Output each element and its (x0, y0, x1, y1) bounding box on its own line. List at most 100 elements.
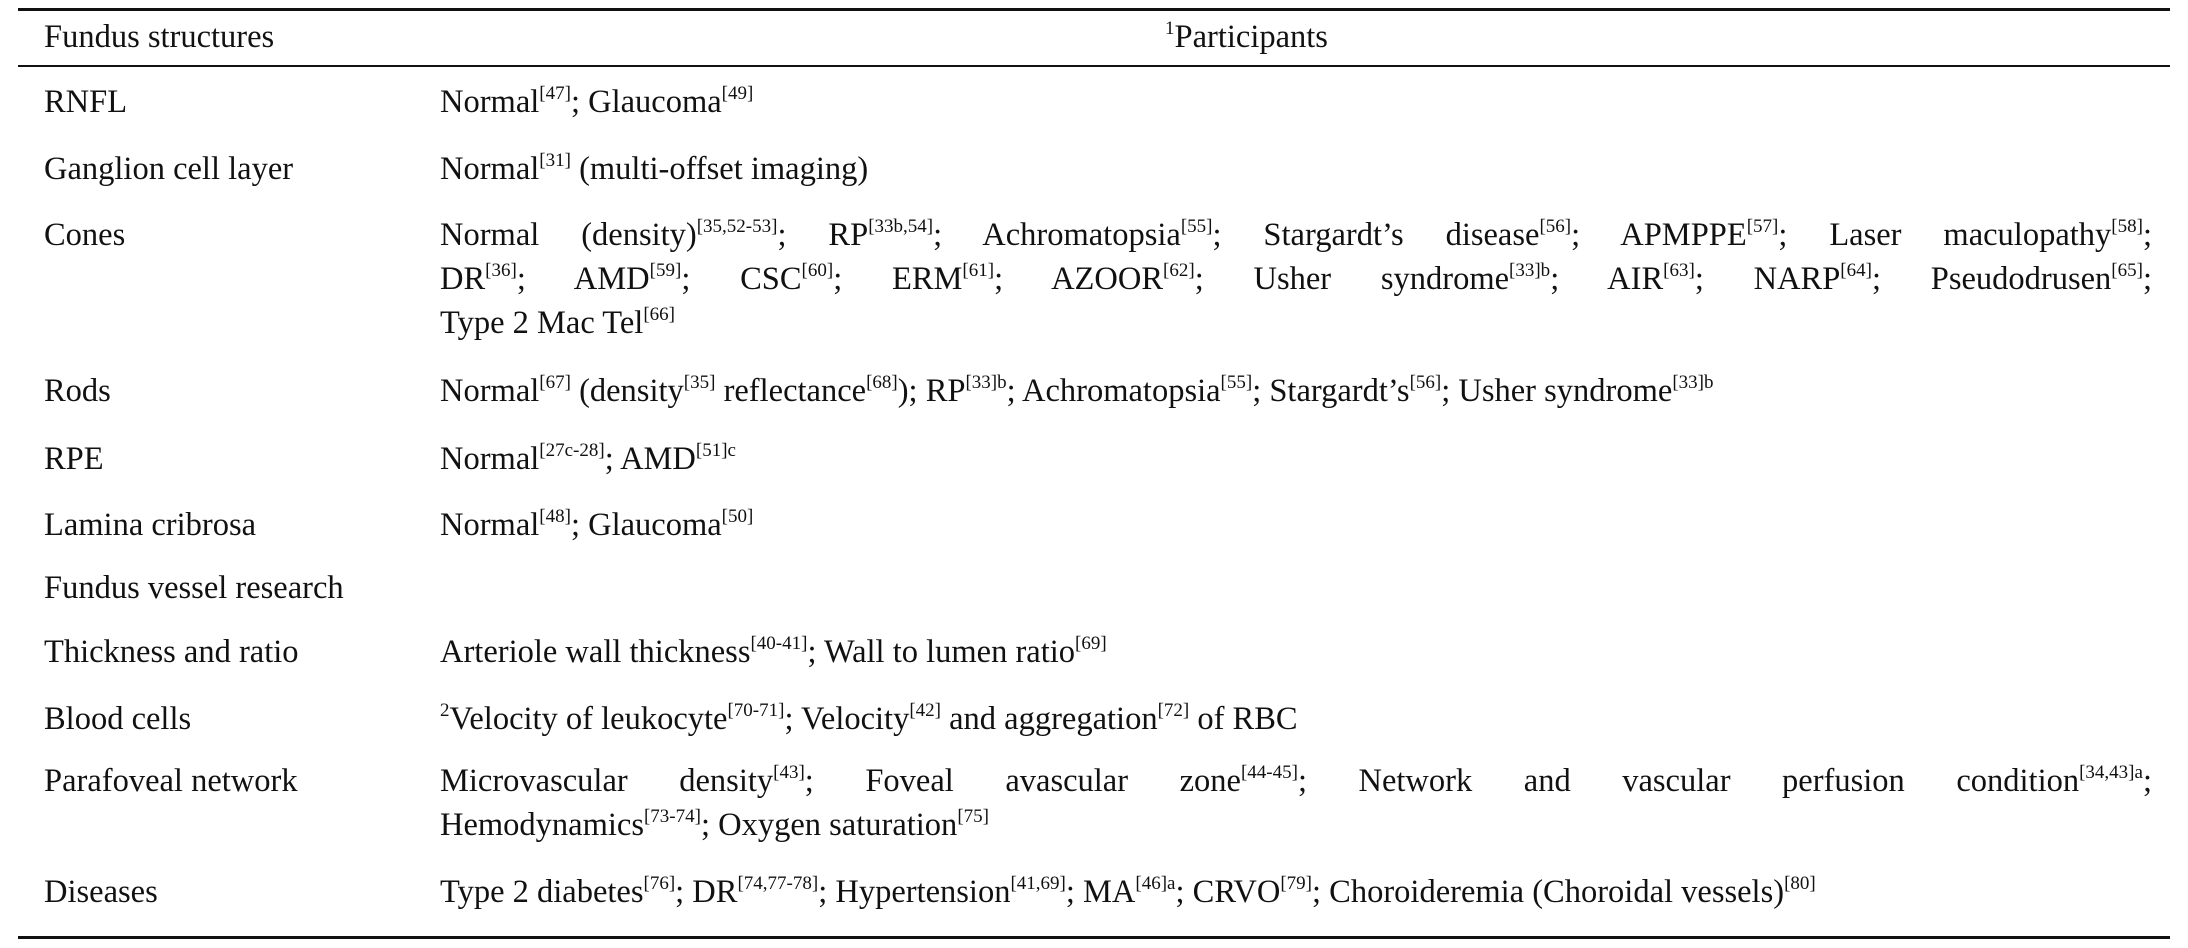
citation-superscript: [49] (721, 83, 754, 104)
citation-superscript: [27c-28] (539, 440, 605, 461)
row-label: RPE (44, 441, 104, 477)
row-label: Lamina cribrosa (44, 507, 257, 543)
participants-text: ; APMPPE (1571, 217, 1747, 253)
citation-superscript: [35,52-53] (696, 216, 778, 237)
participants-cell: Normal[27c-28]; AMD[51]c (440, 437, 2152, 481)
citation-superscript: [46]a (1135, 873, 1176, 894)
participants-text: ; DR (675, 874, 738, 910)
header-participants-label: Participants (1174, 19, 1328, 55)
citation-superscript: [72] (1157, 700, 1190, 721)
citation-superscript: [56] (1409, 372, 1442, 393)
citation-superscript: [80] (1784, 873, 1816, 894)
participants-text: ; Hypertension (818, 874, 1011, 910)
table-header-rule (18, 65, 2170, 67)
header-participants: 1Participants (0, 15, 2188, 59)
participants-cell: Normal[67] (density[35] reflectance[68])… (440, 369, 2152, 413)
participants-text: Normal (440, 441, 540, 477)
participants-text: DR (440, 261, 486, 297)
participants-text: ; Glaucoma (570, 84, 722, 120)
participants-text: of RBC (1189, 701, 1298, 737)
citation-superscript: [33b,54] (868, 216, 934, 237)
row-label: Thickness and ratio (44, 634, 299, 670)
citation-superscript: [40-41] (750, 633, 808, 654)
row-label: Cones (44, 217, 126, 253)
row-label: Ganglion cell layer (44, 151, 294, 187)
citation-superscript: [48] (539, 506, 571, 527)
citation-superscript: [44-45] (1240, 762, 1298, 783)
row-label: RNFL (44, 84, 128, 120)
header-participants-footnote: 1 (1165, 18, 1175, 39)
participants-text: Normal (440, 373, 540, 409)
participants-text: ; Usher syndrome (1194, 261, 1510, 297)
citation-superscript: [65] (2111, 260, 2143, 281)
participants-text: Arteriole wall thickness (440, 634, 751, 670)
participants-text: and aggregation (940, 701, 1158, 737)
row-label: Diseases (44, 874, 158, 910)
header-fundus-structures: Fundus structures (44, 19, 275, 55)
citation-superscript: [58] (2111, 216, 2143, 237)
citation-superscript: [57] (1746, 216, 1779, 237)
participants-text: Velocity of leukocyte (449, 701, 728, 737)
participants-text: ; (2142, 217, 2152, 253)
row-label: Blood cells (44, 701, 192, 737)
participants-text: reflectance (715, 373, 867, 409)
participants-text: Type 2 Mac Tel (440, 305, 644, 341)
citation-superscript: [33]b (1672, 372, 1714, 393)
citation-superscript: [60] (801, 260, 834, 281)
citation-superscript: [68] (866, 372, 898, 393)
citation-superscript: [79] (1280, 873, 1313, 894)
participants-text: ; CRVO (1175, 874, 1281, 910)
participants-text: ; Wall to lumen ratio (807, 634, 1076, 670)
row-label: Rods (44, 373, 111, 409)
participants-text: ; Oxygen saturation (700, 807, 958, 843)
citation-superscript: [74,77-78] (737, 873, 819, 894)
participants-text: ; (2142, 763, 2152, 799)
citation-superscript: [56] (1539, 216, 1572, 237)
citation-superscript: [33]b (965, 372, 1007, 393)
participants-text: ; CSC (681, 261, 802, 297)
participants-text: ; AZOOR (994, 261, 1164, 297)
participants-text: ; Velocity (784, 701, 910, 737)
participants-cell: Normal[47]; Glaucoma[49] (440, 80, 2152, 124)
citation-superscript: [47] (539, 83, 571, 104)
participants-text: Hemodynamics (440, 807, 644, 843)
participants-text: ; AIR (1550, 261, 1664, 297)
participants-text: ); RP (897, 373, 966, 409)
participants-text: Microvascular density (440, 763, 774, 799)
participants-cell: 2Velocity of leukocyte[70-71]; Velocity [… (440, 697, 2152, 741)
participants-text: ; Achromatopsia (1006, 373, 1221, 409)
citation-superscript: [59] (649, 260, 682, 281)
participants-cell: Normal[48]; Glaucoma[50] (440, 503, 2152, 547)
citation-superscript: [66] (643, 304, 675, 325)
participants-cell-line: Hemodynamics[73-74]; Oxygen saturation[7… (440, 803, 2152, 847)
participants-text: ; RP (777, 217, 869, 253)
citation-superscript: [64] (1840, 260, 1872, 281)
participants-text: (density (570, 373, 684, 409)
participants-text: Type 2 diabetes (440, 874, 644, 910)
participants-cell: Arteriole wall thickness[40-41]; Wall to… (440, 630, 2152, 674)
participants-text: ; Achromatopsia (933, 217, 1181, 253)
participants-text: Normal (440, 84, 540, 120)
citation-superscript: [67] (539, 372, 571, 393)
citation-superscript: [51]c (695, 440, 736, 461)
citation-superscript: [73-74] (643, 806, 701, 827)
participants-text: ; Pseudodrusen (1871, 261, 2112, 297)
participants-text: ; Laser maculopathy (1778, 217, 2112, 253)
participants-text: ; AMD (516, 261, 650, 297)
participants-text: ; Stargardt’s disease (1212, 217, 1540, 253)
participants-text: ; Network and vascular perfusion conditi… (1297, 763, 2080, 799)
citation-superscript: [70-71] (727, 700, 785, 721)
table-bottom-rule (18, 936, 2170, 939)
participants-cell-line: Normal (density)[35,52-53]; RP[33b,54]; … (440, 213, 2152, 257)
participants-cell-line: Microvascular density[43]; Foveal avascu… (440, 759, 2152, 803)
participants-text: ; Choroideremia (Choroidal vessels) (1312, 874, 1785, 910)
citation-superscript: 2 (440, 700, 450, 721)
participants-text: Normal (440, 507, 540, 543)
participants-text: ; (2142, 261, 2152, 297)
participants-text: ; NARP (1694, 261, 1841, 297)
participants-text: ; ERM (833, 261, 963, 297)
citation-superscript: [55] (1220, 372, 1253, 393)
table-top-rule (18, 8, 2170, 11)
row-label: Parafoveal network (44, 763, 298, 799)
